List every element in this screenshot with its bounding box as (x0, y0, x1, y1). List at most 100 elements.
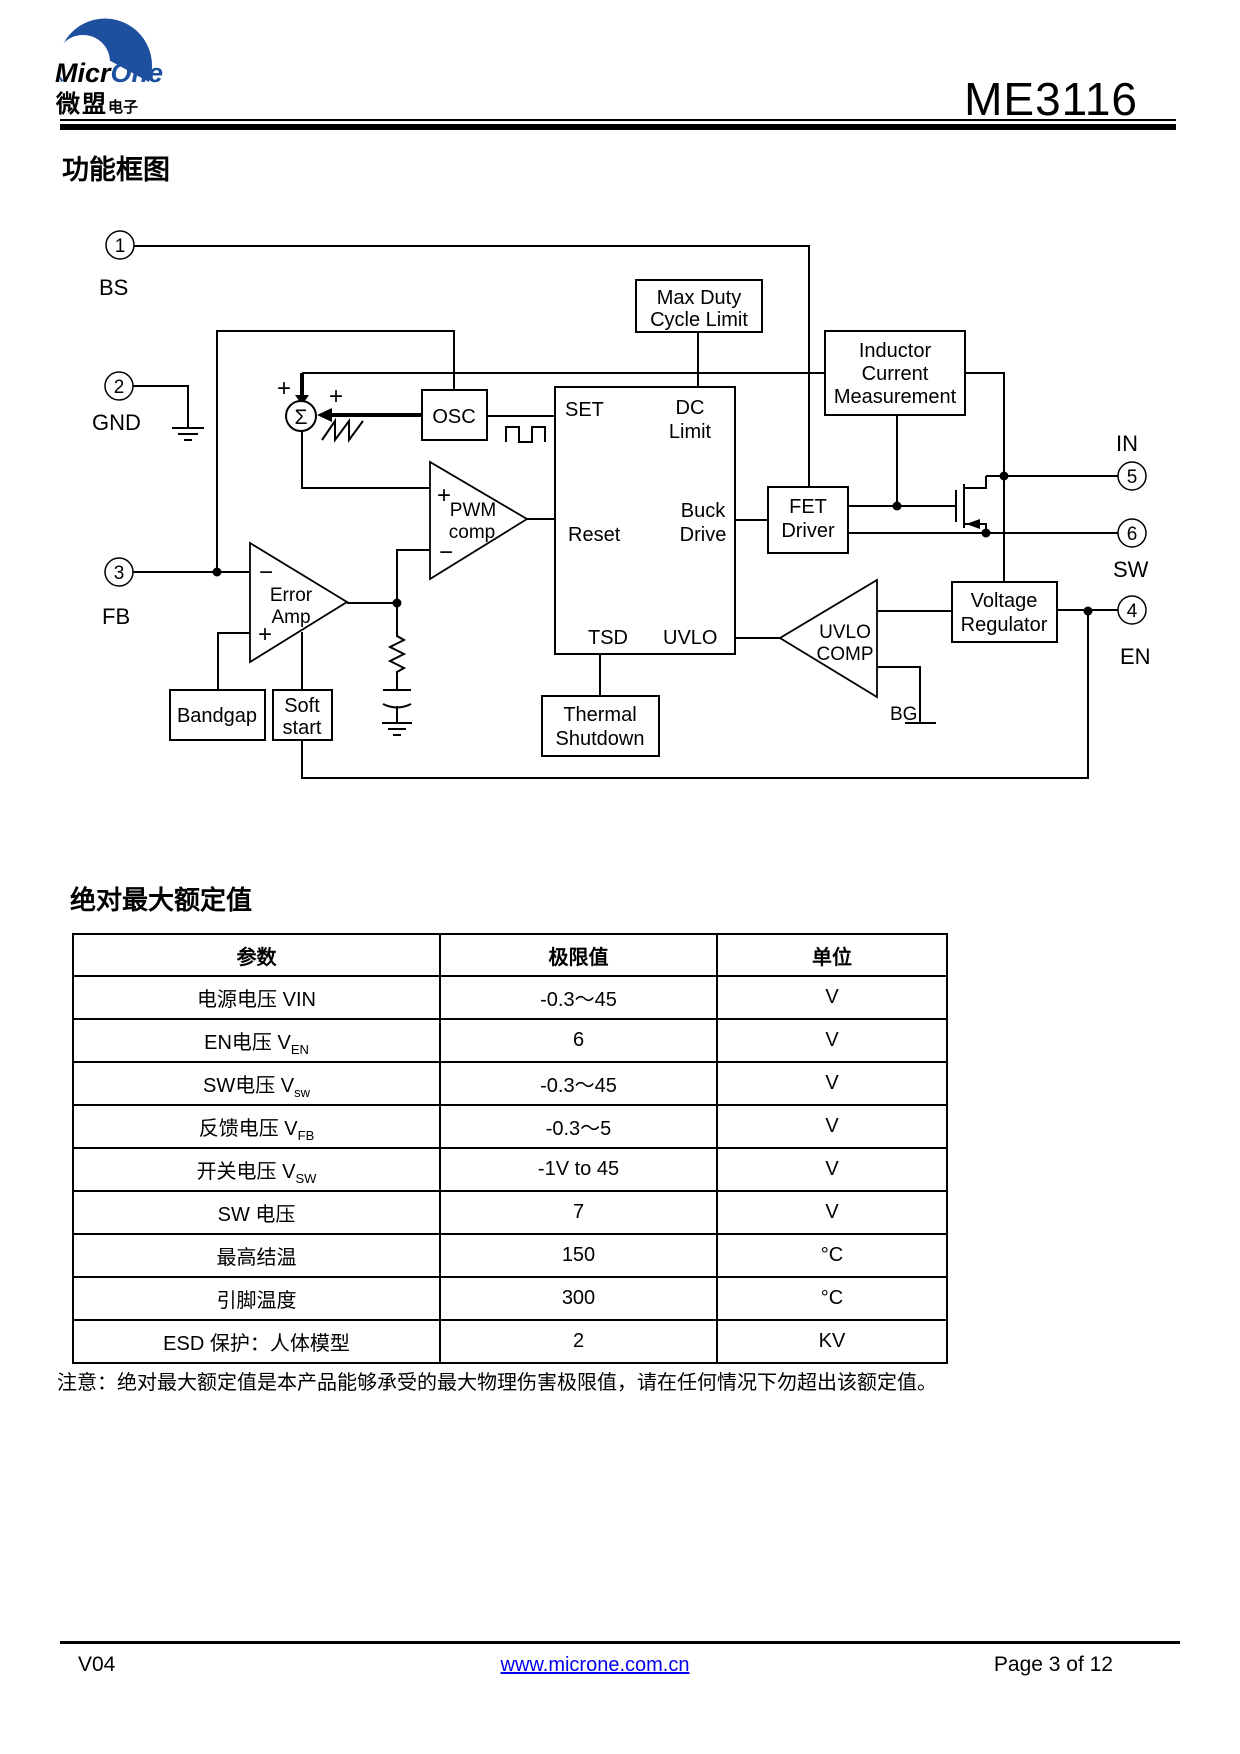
label-bg: BG (890, 704, 917, 725)
label-thermal-1: Thermal (563, 704, 636, 726)
label-osc: OSC (432, 406, 475, 428)
wire-bandgap-to-erramp (217, 632, 250, 690)
pin-label-bs: BS (99, 275, 128, 300)
label-pwm-2: comp (449, 522, 495, 543)
footer-rule (60, 1641, 1180, 1644)
param-cell: 电源电压 VIN (72, 975, 441, 1020)
col-header-value: 极限值 (439, 933, 718, 977)
wire-icm-right (965, 372, 1005, 582)
pwm-minus: − (439, 539, 453, 566)
label-limit: Limit (669, 421, 712, 443)
pin-circle-bs (105, 230, 135, 260)
unit-cell: V (716, 1104, 948, 1149)
col-header-unit: 单位 (716, 933, 948, 977)
header-rule-thick (60, 124, 1176, 130)
value-cell: 7 (439, 1190, 718, 1235)
block-osc (421, 389, 488, 441)
capacitor-symbol (382, 689, 412, 709)
value-cell: -0.3～45 (439, 975, 718, 1020)
pin-circle-gnd (104, 371, 134, 401)
value-cell: -1V to 45 (439, 1147, 718, 1192)
label-vreg-1: Voltage (971, 590, 1038, 612)
footer-website-link[interactable]: www.microne.com.cn (500, 1654, 690, 1676)
label-vreg-2: Regulator (961, 614, 1048, 636)
footer-page-number: Page 3 of 12 (993, 1653, 1113, 1676)
block-bandgap (169, 689, 266, 741)
pin-num-en: 4 (1127, 601, 1138, 622)
wire-bs (134, 245, 810, 487)
pin-num-in: 5 (1127, 467, 1138, 488)
mosfet-drain (964, 476, 987, 489)
pin-num-gnd: 2 (114, 377, 125, 398)
logo-cn-main: 微盟 (56, 91, 108, 118)
param-cell: SW 电压 (72, 1190, 441, 1235)
footer-link-wrap: www.microne.com.cn (0, 1654, 1190, 1677)
block-voltage-regulator (951, 581, 1058, 643)
label-max-duty-1: Max Duty (657, 287, 741, 309)
unit-cell: V (716, 1061, 948, 1106)
block-fet-driver (767, 486, 849, 554)
wire-summer-to-pwm (301, 431, 430, 489)
section-title-ratings: 绝对最大额定值 (70, 885, 253, 915)
square-wave-icon (505, 426, 546, 443)
label-uvlo-comp-1: UVLO (819, 622, 871, 643)
footer-version: V04 (78, 1653, 116, 1676)
pwm-plus: + (437, 482, 451, 509)
summer-inputs (295, 373, 980, 529)
label-fet-driver-2: Driver (781, 520, 835, 542)
summer-plus-right: + (329, 383, 343, 410)
value-cell: 150 (439, 1233, 718, 1278)
pin-label-fb: FB (102, 604, 130, 629)
unit-cell: °C (716, 1233, 948, 1278)
sawtooth-wave-icon (321, 417, 364, 444)
param-cell: 最高结温 (72, 1233, 441, 1278)
pin-circle-fb (104, 557, 134, 587)
wire-gnd (133, 385, 189, 428)
param-cell: ESD 保护：人体模型 (72, 1319, 441, 1364)
label-icm-1: Inductor (859, 340, 932, 362)
label-soft-start-1: Soft (284, 695, 320, 717)
label-icm-2: Current (862, 363, 929, 385)
ground-symbol-compensation (382, 722, 412, 736)
block-soft-start (272, 689, 333, 741)
label-buck: Buck (681, 500, 726, 522)
logo-brand-blue: One (110, 58, 164, 88)
logo-brand-text: MicrOne (55, 58, 163, 89)
block-control-logic (554, 386, 736, 655)
ratings-note: 注意：绝对最大额定值是本产品能够承受的最大物理伤害极限值，请在任何情况下勿超出该… (57, 1372, 937, 1394)
erramp-plus: + (258, 621, 272, 648)
label-set: SET (565, 399, 604, 421)
value-cell: -0.3～45 (439, 1061, 718, 1106)
unit-cell: V (716, 1018, 948, 1063)
summer-plus-top: + (277, 375, 291, 402)
label-drive: Drive (680, 524, 727, 546)
label-max-duty-2: Cycle Limit (650, 309, 748, 331)
summer-circle (285, 400, 317, 432)
label-reset: Reset (568, 524, 621, 546)
label-dc: DC (676, 397, 705, 419)
wire-comp-to-pwm-minus (396, 549, 430, 603)
pin-label-gnd: GND (92, 410, 141, 435)
label-error-amp-2: Amp (271, 607, 310, 628)
junction-dots (212, 471, 1093, 616)
value-cell: 300 (439, 1276, 718, 1321)
param-cell: 引脚温度 (72, 1276, 441, 1321)
label-soft-start-2: start (283, 717, 322, 739)
erramp-minus: − (259, 559, 273, 586)
block-inductor-current-measurement (824, 330, 966, 416)
unit-cell: V (716, 975, 948, 1020)
summer-sigma: Σ (295, 406, 308, 429)
logo-brand-black: Micr (55, 58, 111, 88)
value-cell: 2 (439, 1319, 718, 1364)
value-cell: -0.3～5 (439, 1104, 718, 1149)
